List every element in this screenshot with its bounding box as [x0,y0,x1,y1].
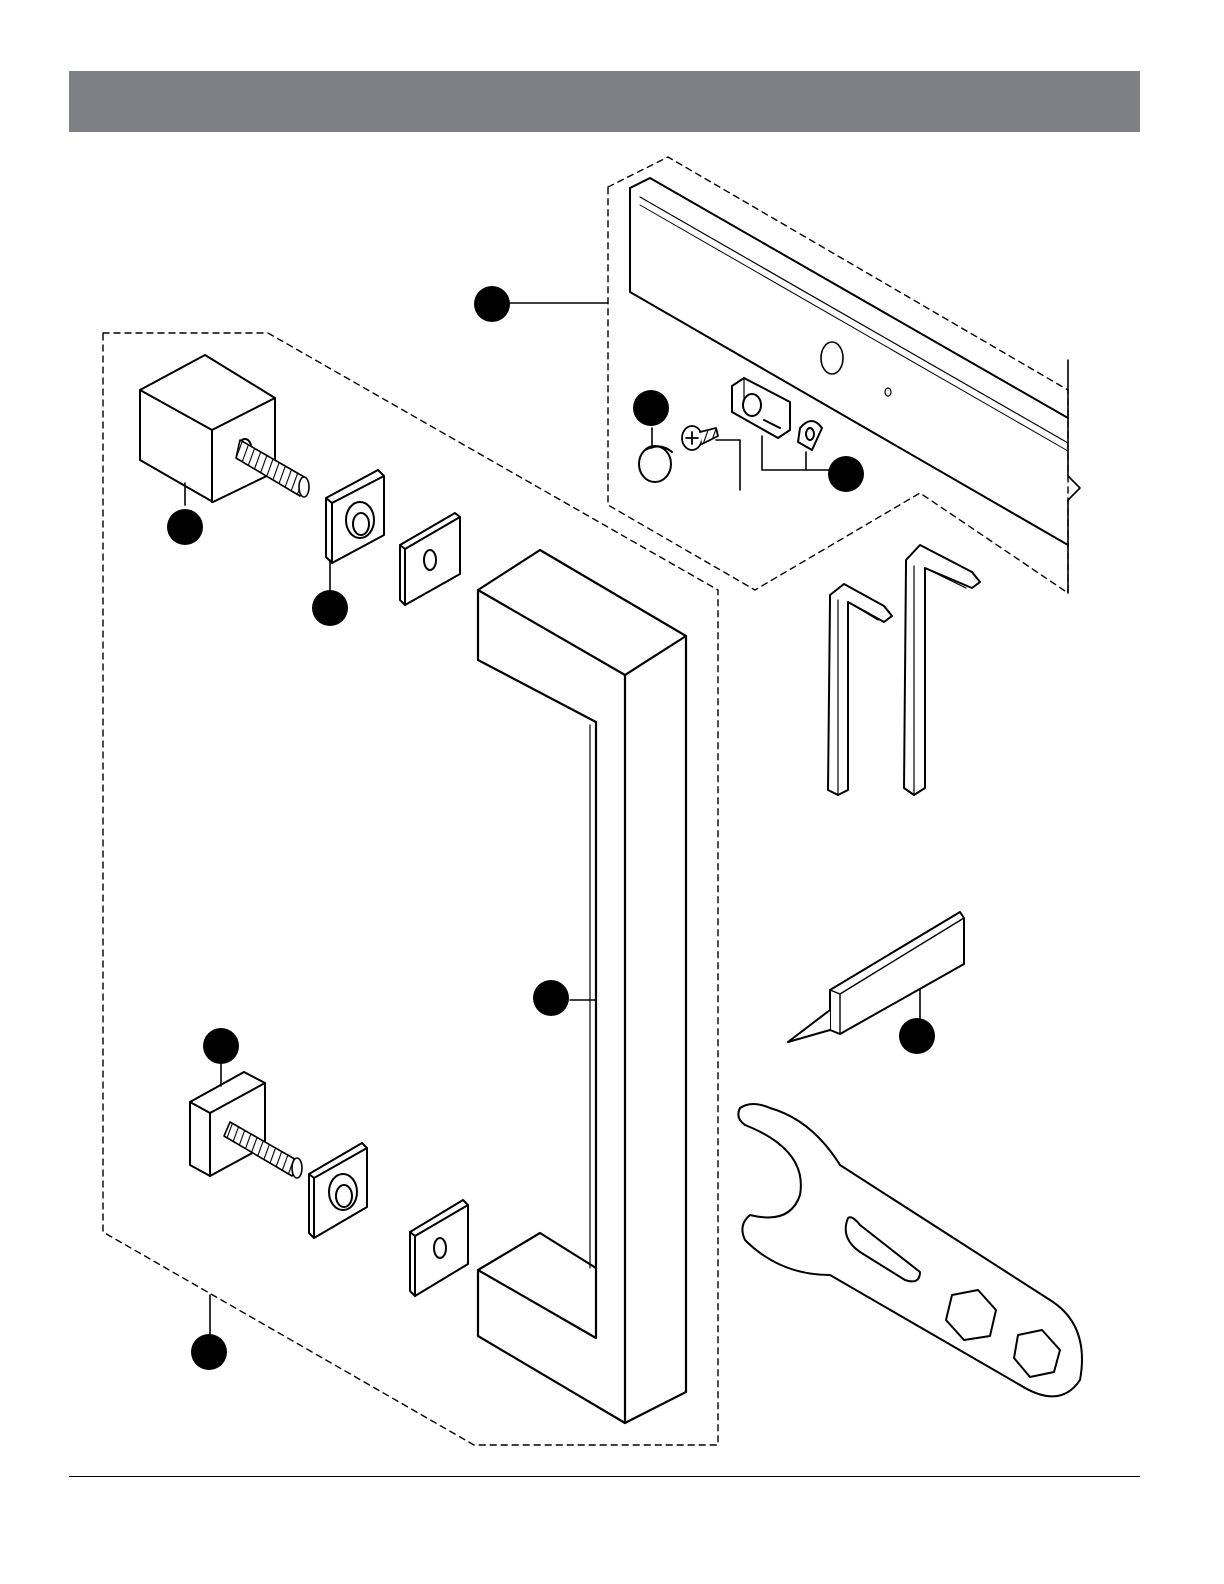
clamp-block-set [732,378,845,470]
callout-dot-standoff-large [167,509,203,545]
callout-dot-pull-handle [533,980,569,1016]
callout-dot-end-cap [633,390,669,426]
callout-dot-washer-sleeve [312,590,348,626]
washer-sleeve-bottom [309,1143,367,1238]
callout-dot-glass-clamp [474,286,510,322]
set-screw [682,426,740,490]
handle-mount-standoff-small [190,1062,302,1178]
callout-dot-standoff-small [203,1028,239,1064]
glass-clamp-group-outline [608,157,1068,593]
flat-washer-bottom [410,1200,468,1296]
shim-tool [788,912,964,1042]
callout-dot-clamp-block [828,456,864,492]
hex-key-small [828,584,892,795]
washer-sleeve-top [326,470,384,595]
hex-key-large [904,545,980,795]
spanner-wrench [738,1104,1082,1396]
square-pull-handle [478,550,686,1423]
glass-rail [630,178,1080,593]
handle-mount-standoff-large [140,355,309,505]
flat-washer-top [400,513,460,605]
footer-rule [69,1476,1140,1477]
end-cap [639,446,672,482]
callout-dot-shim-tool [899,1018,935,1054]
callout-dot-handle-kit [191,1334,227,1370]
